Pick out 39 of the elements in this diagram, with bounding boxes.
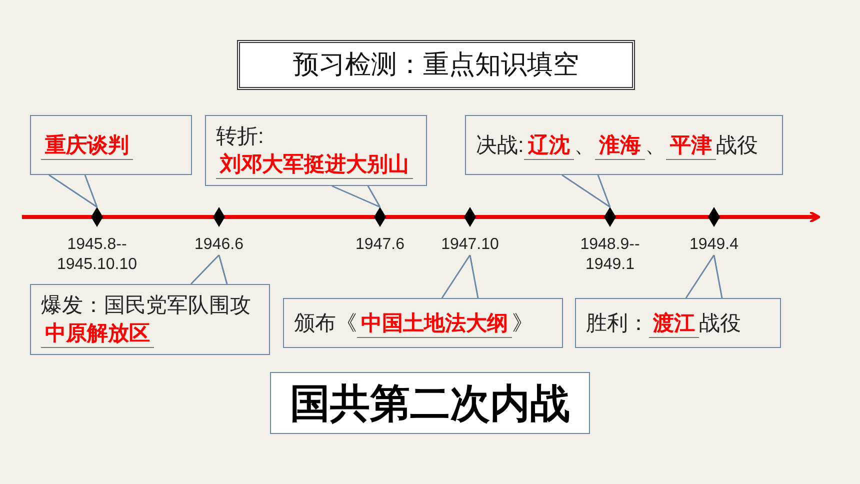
- answer-text: 渡江: [649, 308, 699, 338]
- prompt-text: 颁布《: [294, 311, 357, 337]
- answer-text: 中原解放区: [41, 319, 154, 348]
- callout-box: [465, 115, 783, 175]
- prompt-text: 战役: [716, 133, 758, 159]
- answer-text: 淮海: [594, 130, 645, 160]
- callout-box: [283, 298, 563, 348]
- leader-line: [331, 185, 381, 208]
- answer-text: 中国土地法大纲: [357, 308, 512, 338]
- prompt-text: 战役: [699, 311, 741, 337]
- date-label: 1949.4: [688, 235, 740, 255]
- date-label: 1948.9-- 1949.1: [579, 235, 641, 275]
- date-label: 1947.6: [354, 235, 406, 255]
- leader-line: [561, 174, 611, 208]
- leader-line: [441, 254, 479, 299]
- prompt-text: 爆发：国民党军队围攻: [41, 293, 251, 319]
- prompt-text: 胜利：: [586, 311, 649, 337]
- callout-box: [205, 115, 427, 186]
- prompt-text: 决战:: [476, 133, 524, 159]
- title-box: 预习检测：重点知识填空: [237, 40, 635, 90]
- date-label: 1946.6: [194, 235, 244, 255]
- prompt-text: 》: [512, 311, 533, 337]
- date-label: 1945.8-- 1945.10.10: [56, 235, 138, 275]
- prompt-text: 转折:: [216, 124, 264, 150]
- date-label: 1947.10: [440, 235, 500, 255]
- leader-line: [685, 254, 723, 299]
- prompt-text: 、: [644, 133, 666, 159]
- callout-box: [30, 284, 270, 355]
- prompt-text: 、: [574, 133, 595, 159]
- heading-box: [270, 372, 590, 434]
- answer-text: 辽沈: [524, 130, 574, 160]
- answer-text: 刘邓大军挺进大别山: [216, 150, 413, 179]
- leader-line: [48, 174, 98, 208]
- answer-text: 重庆谈判: [41, 130, 133, 160]
- callout-box: [575, 298, 781, 348]
- callout-box: [30, 115, 192, 175]
- heading-text: 国共第二次内战: [290, 380, 570, 428]
- leader-line: [190, 254, 228, 285]
- answer-text: 平津: [666, 130, 716, 160]
